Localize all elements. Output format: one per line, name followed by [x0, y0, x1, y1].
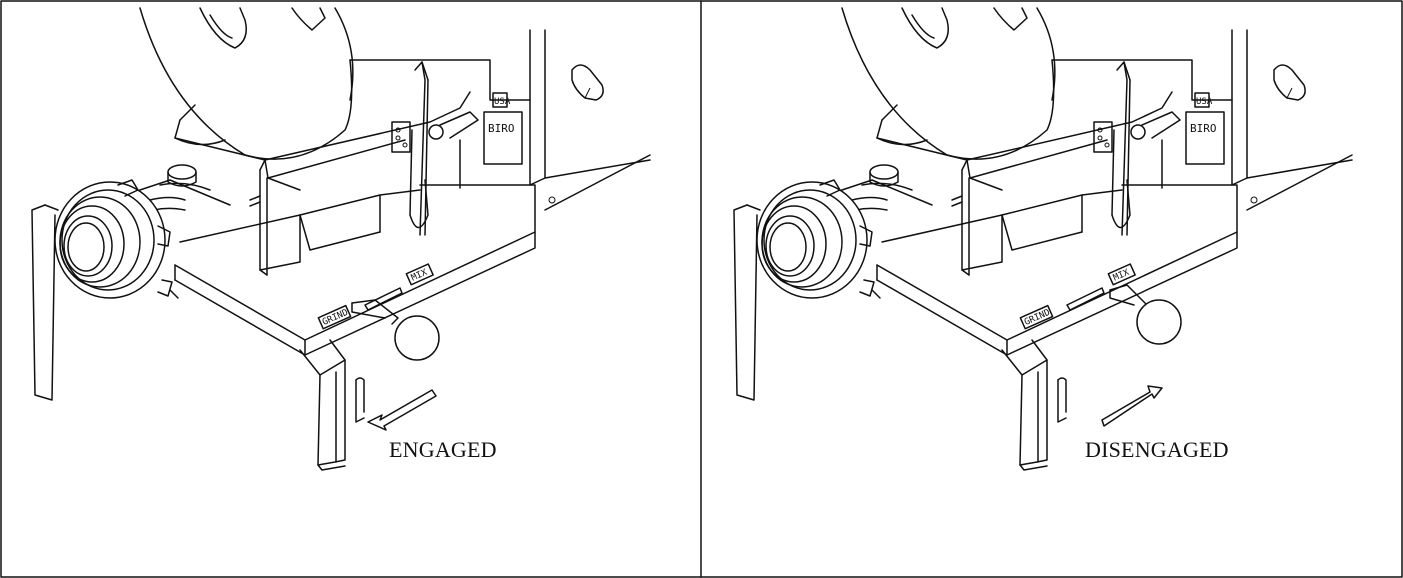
engaged-caption: ENGAGED [389, 437, 497, 462]
disengaged-caption: DISENGAGED [1085, 437, 1229, 462]
right-panel-grinder [733, 7, 1353, 471]
left-panel-grinder [31, 7, 651, 471]
